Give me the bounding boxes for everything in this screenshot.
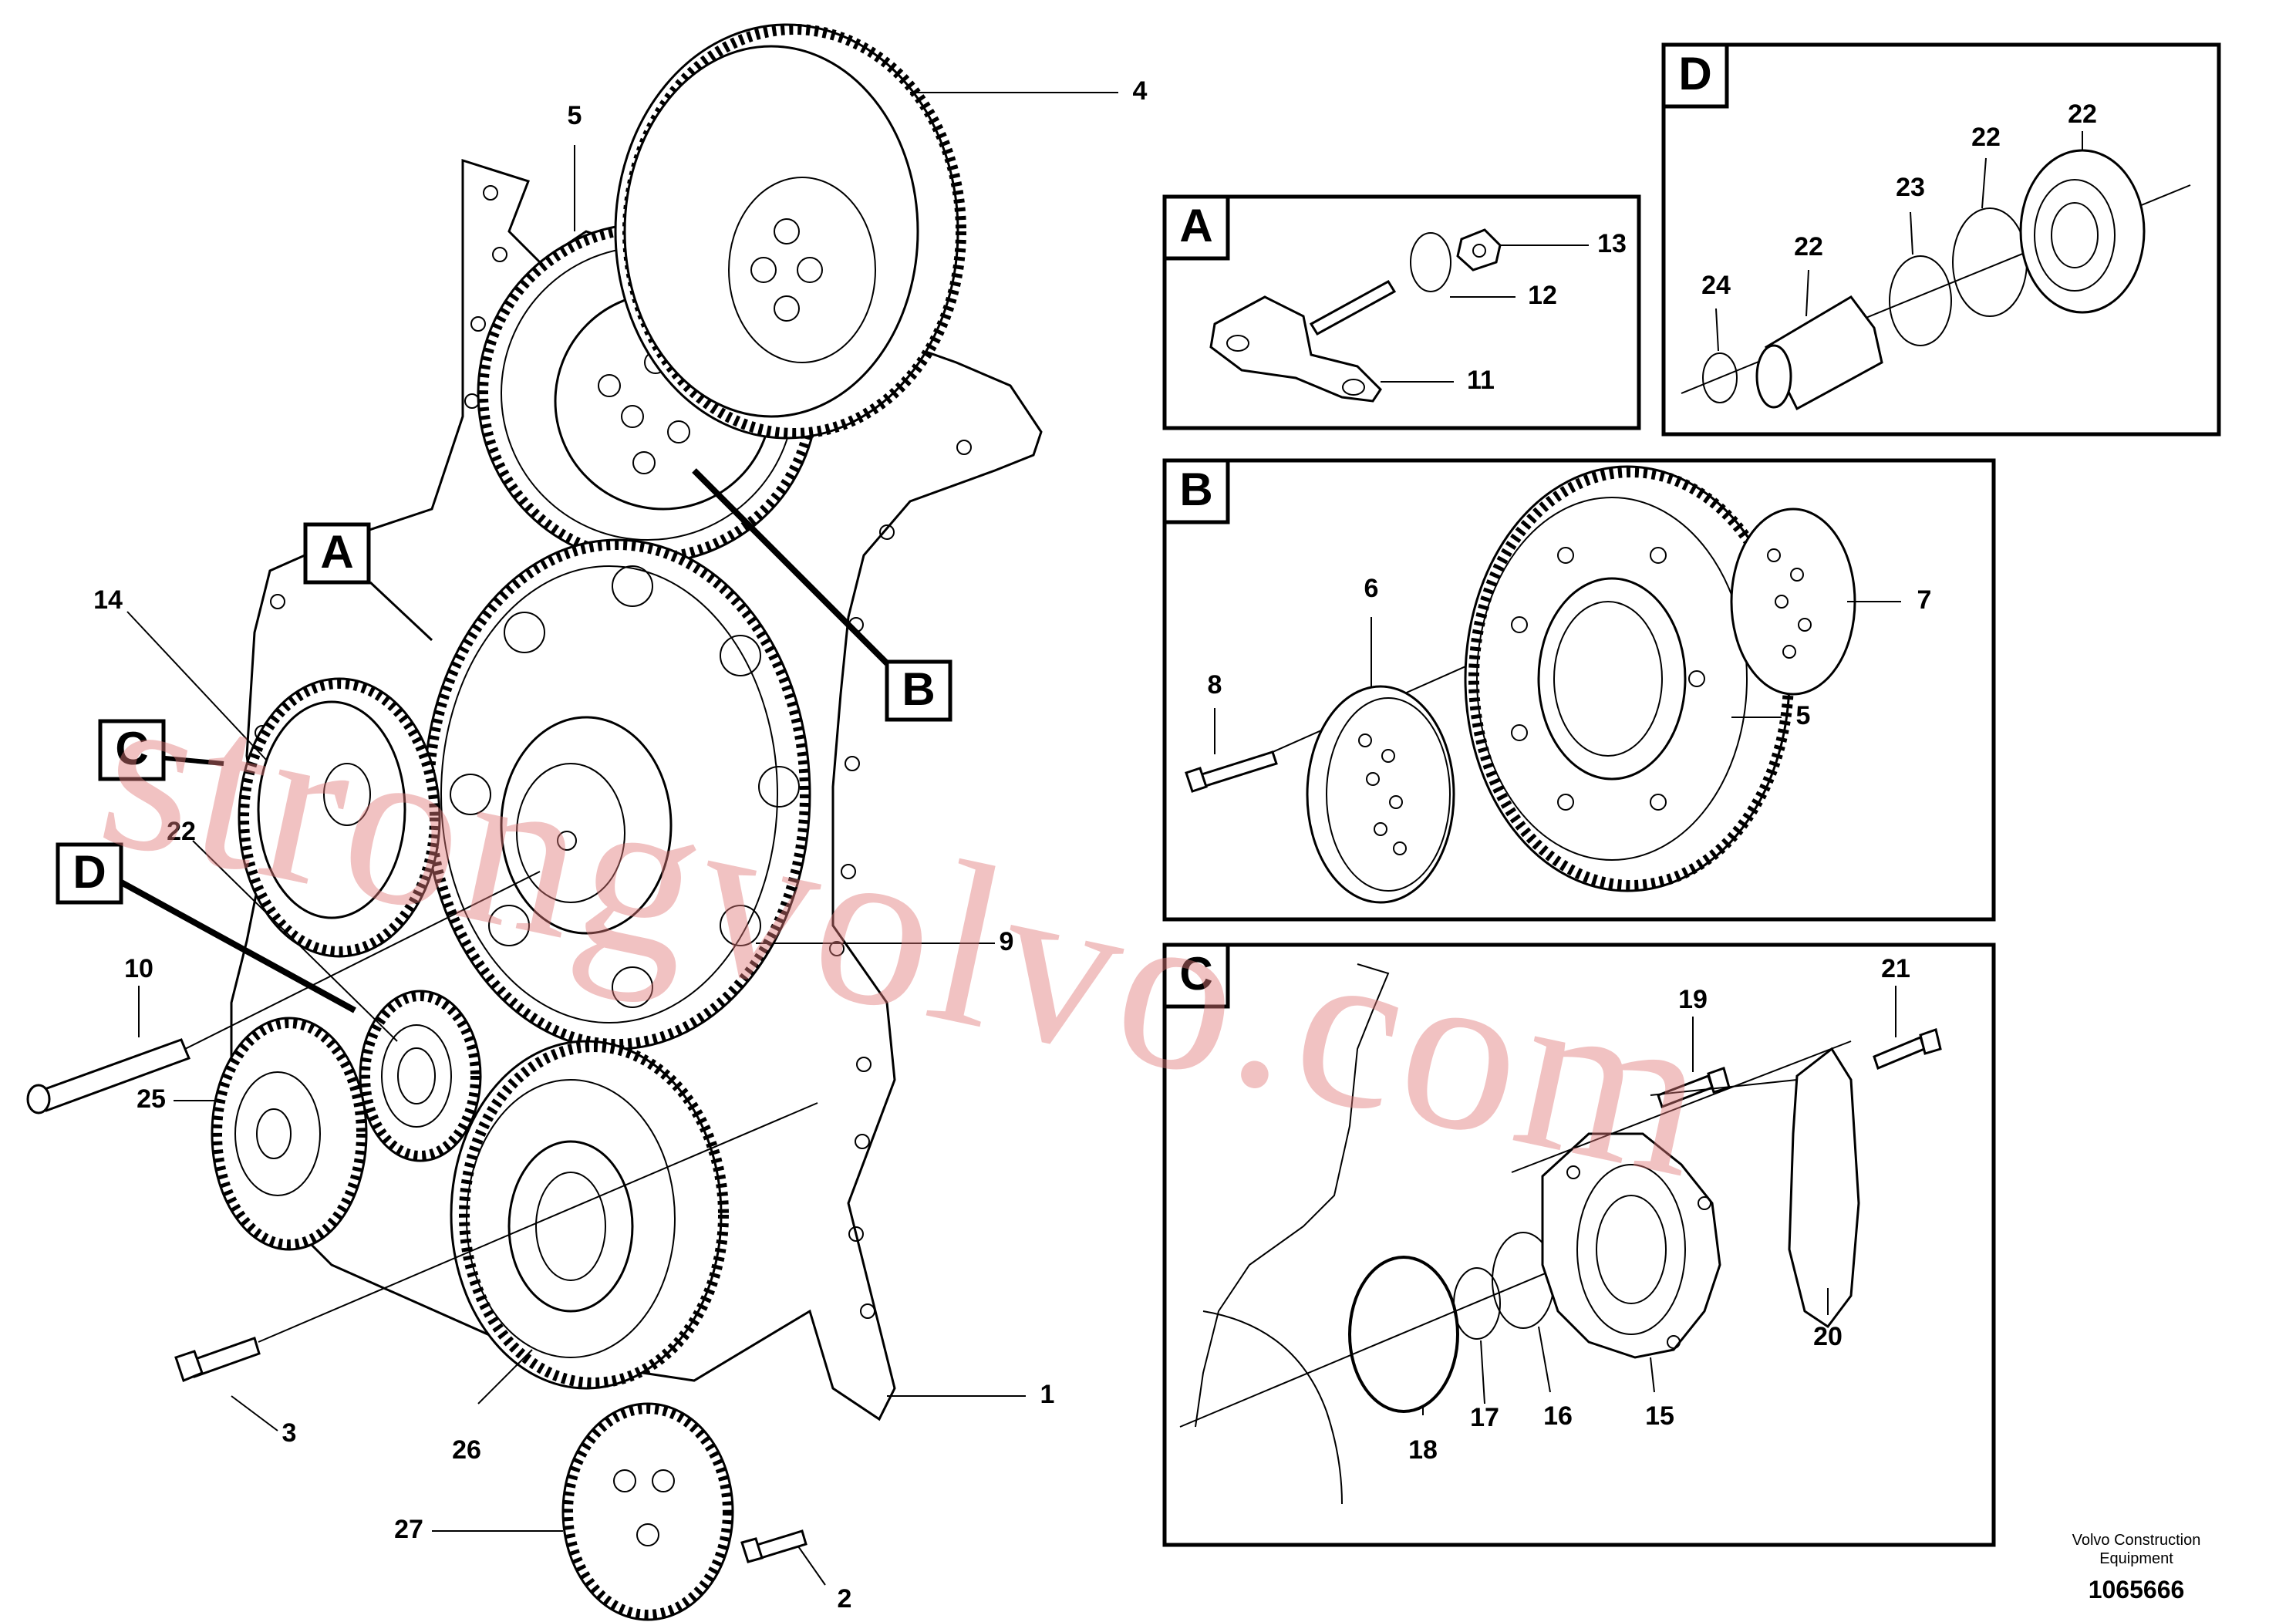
detail-C-callout-17: 17 [1470, 1403, 1499, 1432]
detail-B-letter: B [1179, 464, 1212, 515]
detail-A-callout-13: 13 [1597, 229, 1627, 258]
gear-27 [561, 1402, 734, 1621]
gear-9 [423, 538, 811, 1050]
callout-2: 2 [838, 1584, 852, 1614]
detail-C-callout-19: 19 [1678, 985, 1708, 1014]
bolt-2 [740, 1529, 807, 1563]
bearing-housing-15 [1541, 1132, 1721, 1359]
main-callouts: 4 5 14 22 9 10 25 1 3 26 27 2 [93, 76, 1147, 1614]
detail-B: B 6 [1162, 458, 1996, 922]
callout-9: 9 [1000, 927, 1014, 956]
footer-drawing-number: 1065666 [2089, 1576, 2185, 1603]
detail-D-callout-23: 23 [1896, 173, 1925, 202]
view-ref-D: D [72, 846, 106, 898]
footer-company-line2: Equipment [2099, 1550, 2173, 1567]
detail-D: D 24 22 23 22 22 [1661, 42, 2221, 437]
main-leader-lines [114, 92, 1118, 1586]
detail-D-callout-24: 24 [1701, 271, 1731, 300]
bolt-3 [174, 1337, 261, 1383]
gear-14 [238, 677, 441, 958]
detail-C-callout-16: 16 [1543, 1401, 1573, 1431]
view-ref-A: A [320, 526, 353, 578]
detail-D-letter: D [1678, 48, 1711, 99]
detail-A-callout-12: 12 [1528, 281, 1557, 310]
detail-C-letter: C [1179, 948, 1212, 1000]
callout-5: 5 [568, 101, 582, 130]
nut-13 [1456, 228, 1502, 271]
detail-B-callout-6: 6 [1364, 574, 1379, 603]
callout-25: 25 [137, 1084, 166, 1114]
detail-D-callout-22-bearing: 22 [2068, 99, 2097, 129]
sleeve-22 [1765, 295, 1883, 411]
main-assembly [26, 23, 1043, 1621]
bolt-10 [26, 1038, 190, 1114]
view-ref-B: B [902, 663, 935, 715]
callout-1: 1 [1040, 1380, 1055, 1409]
detail-B-callout-7: 7 [1917, 585, 1932, 615]
detail-A-letter: A [1179, 200, 1212, 251]
gear-25 [211, 1017, 368, 1251]
detail-C-housing-edge [1195, 963, 1390, 1428]
detail-C: C 19 21 20 [1162, 943, 1996, 1547]
detail-C-callout-18: 18 [1408, 1435, 1438, 1465]
callout-4: 4 [1133, 76, 1148, 106]
view-reference-boxes: A B C D [56, 522, 952, 905]
callout-10: 10 [124, 954, 153, 983]
gear-22 [359, 990, 482, 1162]
pin-spring [1309, 279, 1397, 336]
footer-company-line1: Volvo Construction [2072, 1532, 2201, 1549]
bearing-22 [2019, 149, 2146, 314]
detail-D-callout-22-sleeve: 22 [1794, 232, 1823, 261]
detail-B-callout-8: 8 [1208, 670, 1222, 700]
o-ring-12 [1410, 232, 1451, 292]
detail-D-callout-22-ring: 22 [1971, 123, 2001, 152]
callout-14: 14 [93, 585, 123, 615]
callout-3: 3 [282, 1418, 297, 1448]
ring-17 [1453, 1267, 1501, 1340]
detail-B-callout-5: 5 [1796, 701, 1811, 730]
gear-4-flywheel [614, 23, 966, 440]
callout-22: 22 [167, 817, 196, 846]
callout-27: 27 [394, 1515, 423, 1544]
plate-7 [1730, 508, 1856, 696]
gear-26 [450, 1040, 729, 1390]
o-ring-18 [1348, 1256, 1459, 1413]
detail-C-callout-15: 15 [1645, 1401, 1674, 1431]
detail-C-callout-20: 20 [1813, 1322, 1843, 1351]
callout-26: 26 [452, 1435, 481, 1465]
snap-ring-23 [1889, 255, 1952, 346]
gasket-20 [1788, 1047, 1860, 1329]
detail-C-callout-21: 21 [1881, 954, 1910, 983]
bracket-11 [1209, 295, 1382, 403]
ring-24 [1702, 352, 1738, 403]
plate-6 [1306, 685, 1455, 904]
view-ref-C: C [115, 723, 148, 774]
footer: Volvo Construction Equipment 1065666 [2072, 1532, 2201, 1603]
detail-A: A 13 12 11 [1162, 194, 1641, 430]
detail-A-callout-11: 11 [1467, 366, 1495, 395]
